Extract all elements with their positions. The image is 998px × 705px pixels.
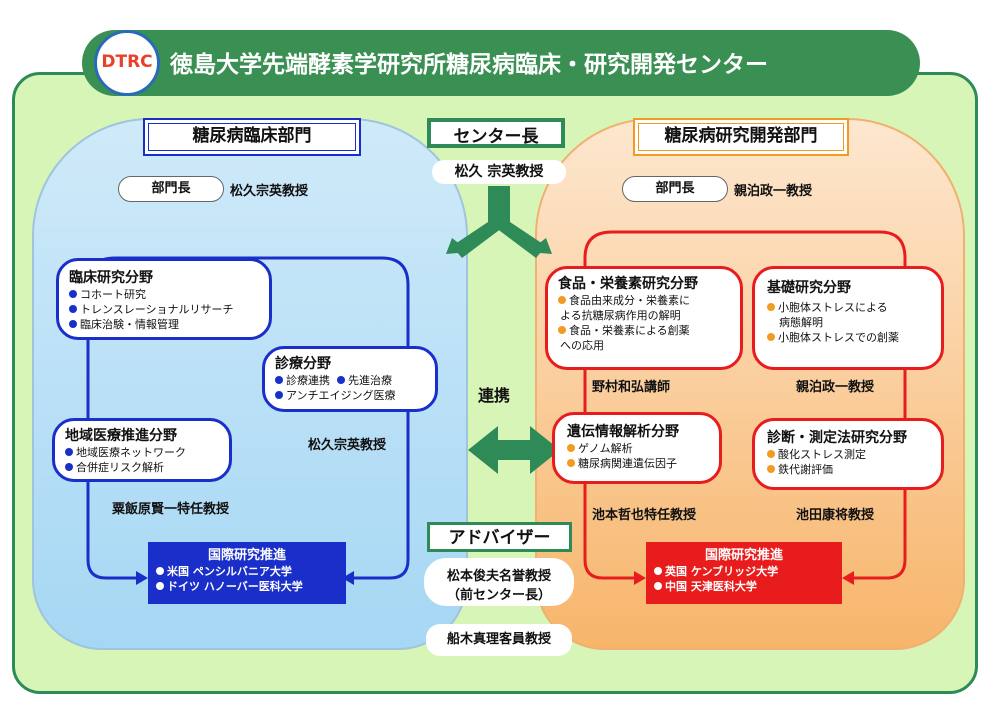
list-item: 臨床治験・情報管理: [69, 317, 259, 332]
clinical-intl-heading: 国際研究推進: [207, 548, 286, 563]
research-intl-heading: 国際研究推進: [704, 548, 783, 563]
diag-person: 池田康将教授: [796, 508, 875, 523]
basic-card: 基礎研究分野 小胞体ストレスによる 病態解明 小胞体ストレスでの創薬: [752, 266, 944, 370]
genetic-heading: 遺伝情報解析分野: [567, 424, 679, 440]
advisor-title: アドバイザー: [427, 522, 572, 552]
medical-card: 診療分野 診療連携 先進治療 アンチエイジング医療: [262, 346, 438, 412]
list-item: 小胞体ストレスでの創薬: [767, 330, 929, 345]
director-name: 松久 宗英教授: [432, 160, 566, 184]
bullet-icon: [654, 582, 662, 590]
clinical-head-name: 松久宗英教授: [230, 184, 309, 199]
research-head-name: 親泊政一教授: [734, 184, 813, 199]
food-heading: 食品・栄養素研究分野: [558, 276, 698, 292]
food-person: 野村和弘講師: [592, 380, 671, 395]
bullet-icon: [558, 326, 566, 334]
clinical-intl-box: 国際研究推進 米国 ペンシルバニア大学 ドイツ ハノーバー医科大学: [148, 542, 346, 604]
bullet-icon: [156, 567, 164, 575]
bullet-icon: [558, 296, 566, 304]
page-title: 徳島大学先端酵素学研究所糖尿病臨床・研究開発センター: [170, 52, 768, 78]
list-item: 合併症リスク解析: [65, 460, 219, 475]
regional-heading: 地域医療推進分野: [65, 428, 177, 444]
basic-person: 親泊政一教授: [796, 380, 875, 395]
medical-heading: 診療分野: [275, 356, 331, 372]
bullet-icon: [65, 463, 73, 471]
diag-card: 診断・測定法研究分野 酸化ストレス測定 鉄代謝評価: [752, 418, 944, 490]
advisor-1-note: （前センター長）: [446, 588, 551, 603]
diag-heading: 診断・測定法研究分野: [767, 430, 907, 446]
list-item: トレンスレーショナルリサーチ: [69, 302, 259, 317]
list-item: 地域医療ネットワーク: [65, 445, 219, 460]
list-item: 糖尿病関連遺伝因子: [567, 456, 707, 471]
list-item: 食品・栄養素による創薬: [558, 323, 730, 338]
list-item: ドイツ ハノーバー医科大学: [156, 579, 338, 594]
list-item: 米国 ペンシルバニア大学: [156, 564, 338, 579]
bullet-icon: [654, 567, 662, 575]
bullet-icon: [156, 582, 164, 590]
list-item: 中国 天津医科大学: [654, 579, 834, 594]
list-item: ゲノム解析: [567, 441, 707, 456]
bullet-icon: [767, 303, 775, 311]
collab-arrow-icon: [468, 426, 560, 474]
bullet-icon: [69, 305, 77, 313]
basic-heading: 基礎研究分野: [767, 280, 851, 296]
logo-text: DTRC: [101, 52, 153, 72]
clinical-research-heading: 臨床研究分野: [69, 270, 153, 286]
list-item: 小胞体ストレスによる: [767, 300, 929, 315]
list-item: 食品由来成分・栄養素に: [558, 293, 730, 308]
list-item: 病態解明: [779, 316, 823, 329]
genetic-card: 遺伝情報解析分野 ゲノム解析 糖尿病関連遺伝因子: [552, 412, 722, 484]
bullet-icon: [337, 376, 345, 384]
bullet-icon: [69, 320, 77, 328]
list-item: コホート研究: [69, 287, 259, 302]
bullet-icon: [65, 448, 73, 456]
bullet-icon: [567, 459, 575, 467]
genetic-person: 池本哲也特任教授: [592, 508, 697, 523]
collab-label: 連携: [478, 386, 511, 405]
director-title: センター長: [427, 118, 565, 148]
research-head-label: 部門長: [622, 176, 728, 202]
clinical-research-card: 臨床研究分野 コホート研究 トレンスレーショナルリサーチ 臨床治験・情報管理: [56, 258, 272, 340]
list-item: 英国 ケンブリッジ大学: [654, 564, 834, 579]
list-item: 診療連携 先進治療: [275, 373, 425, 388]
research-intl-box: 国際研究推進 英国 ケンブリッジ大学 中国 天津医科大学: [646, 542, 842, 604]
advisor-1: 松本俊夫名誉教授 （前センター長）: [424, 558, 574, 606]
bullet-icon: [767, 465, 775, 473]
list-item: アンチエイジング医療: [275, 388, 425, 403]
advisor-1-name: 松本俊夫名誉教授: [446, 569, 551, 584]
research-division-title: 糖尿病研究開発部門: [633, 118, 849, 156]
clinical-division-title: 糖尿病臨床部門: [143, 118, 361, 156]
clinical-head-label: 部門長: [118, 176, 224, 202]
bullet-icon: [275, 391, 283, 399]
bullet-icon: [767, 450, 775, 458]
bullet-icon: [275, 376, 283, 384]
bullet-icon: [69, 290, 77, 298]
list-item: よる抗糖尿病作用の解明: [560, 309, 681, 322]
logo: DTRC: [94, 30, 160, 96]
header-banner: [82, 30, 920, 96]
regional-person: 粟飯原賢一特任教授: [112, 502, 230, 517]
advisor-2: 船木真理客員教授: [426, 624, 572, 656]
list-item: への応用: [560, 339, 604, 352]
bullet-icon: [767, 333, 775, 341]
regional-card: 地域医療推進分野 地域医療ネットワーク 合併症リスク解析: [52, 418, 232, 482]
list-item: 鉄代謝評価: [767, 462, 929, 477]
medical-person: 松久宗英教授: [308, 438, 387, 453]
food-card: 食品・栄養素研究分野 食品由来成分・栄養素に よる抗糖尿病作用の解明 食品・栄養…: [545, 266, 743, 370]
bullet-icon: [567, 444, 575, 452]
list-item: 酸化ストレス測定: [767, 447, 929, 462]
